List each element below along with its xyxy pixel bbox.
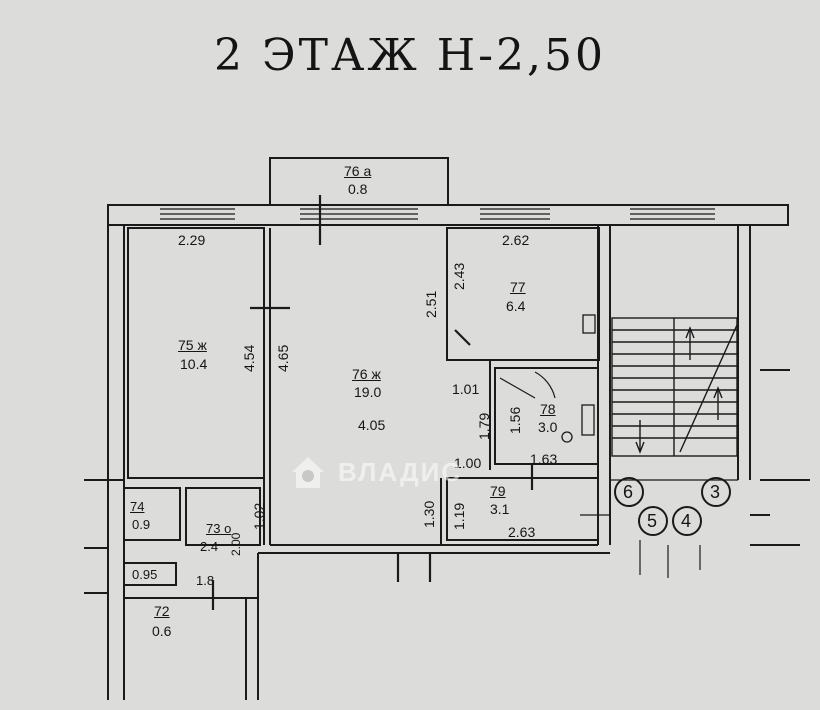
watermark: ВЛАДИС	[288, 452, 462, 492]
room-79-outline	[446, 477, 599, 541]
room-77-area: 6.4	[506, 298, 526, 314]
fixture-77	[582, 314, 596, 334]
dim-1-79: 1.79	[476, 412, 492, 440]
fixture-78	[581, 404, 595, 436]
dim-2-51: 2.51	[423, 290, 439, 318]
dim-1-8: 1.8	[196, 573, 215, 588]
room-78-area: 3.0	[538, 419, 558, 435]
dim-1-30: 1.30	[421, 500, 437, 528]
room-74-number: 74	[130, 499, 145, 514]
room-73-outline	[185, 487, 261, 546]
stair-marker-circles	[614, 477, 731, 536]
dim-2-29: 2.29	[178, 232, 206, 248]
room-73-number: 73 о	[206, 521, 232, 536]
room-73-area: 2.4	[200, 539, 219, 554]
floor-title: 2 ЭТАЖ Н-2,50	[214, 30, 606, 81]
room-74-outline	[123, 487, 181, 541]
dim-4-54: 4.54	[241, 344, 257, 372]
door-swing-78	[499, 371, 556, 399]
top-wall	[107, 204, 789, 226]
stairs	[611, 317, 738, 457]
room-72-area: 0.6	[152, 623, 172, 639]
room-78-number: 78	[540, 401, 556, 417]
stair-landing-grid	[580, 479, 738, 578]
top-windows	[160, 208, 715, 220]
room-75-area: 10.4	[180, 356, 208, 372]
room-77-number: 77	[510, 279, 526, 295]
watermark-text: ВЛАДИС	[338, 456, 463, 487]
door-marks	[211, 195, 534, 610]
room-78-outline	[494, 367, 599, 465]
room-72-outline	[123, 562, 177, 586]
dim-2-43: 2.43	[451, 262, 467, 290]
dim-4-05: 4.05	[358, 417, 386, 433]
dim-0-95: 0.95	[132, 567, 158, 582]
fixture-78-sink	[561, 431, 573, 443]
stair-marker-6: 6	[623, 482, 634, 502]
room-79-area: 3.1	[490, 501, 510, 517]
dim-1-19: 1.19	[451, 502, 467, 530]
room-balcony-number: 76 а	[344, 163, 372, 179]
room-76-area: 19.0	[354, 384, 382, 400]
room-72-number: 72	[154, 603, 170, 619]
room-74-area: 0.9	[132, 517, 151, 532]
stair-marker-4: 4	[681, 511, 692, 531]
dim-2-00: 2.00	[229, 532, 243, 556]
dim-1-02: 1.02	[251, 502, 267, 530]
dim-1-63: 1.63	[530, 451, 558, 467]
dim-4-65: 4.65	[275, 344, 291, 372]
house-logo-icon	[292, 457, 324, 488]
stair-marker-3: 3	[710, 482, 721, 502]
dim-1-00: 1.00	[454, 455, 482, 471]
dim-1-56: 1.56	[507, 406, 523, 434]
room-76-number: 76 ж	[352, 366, 381, 382]
dim-2-62: 2.62	[502, 232, 530, 248]
dim-2-63: 2.63	[508, 524, 536, 540]
room-75-number: 75 ж	[178, 337, 207, 353]
room-79-number: 79	[490, 483, 506, 499]
stair-marker-5: 5	[647, 511, 658, 531]
room-balcony-area: 0.8	[348, 181, 368, 197]
dim-1-01: 1.01	[452, 381, 480, 397]
